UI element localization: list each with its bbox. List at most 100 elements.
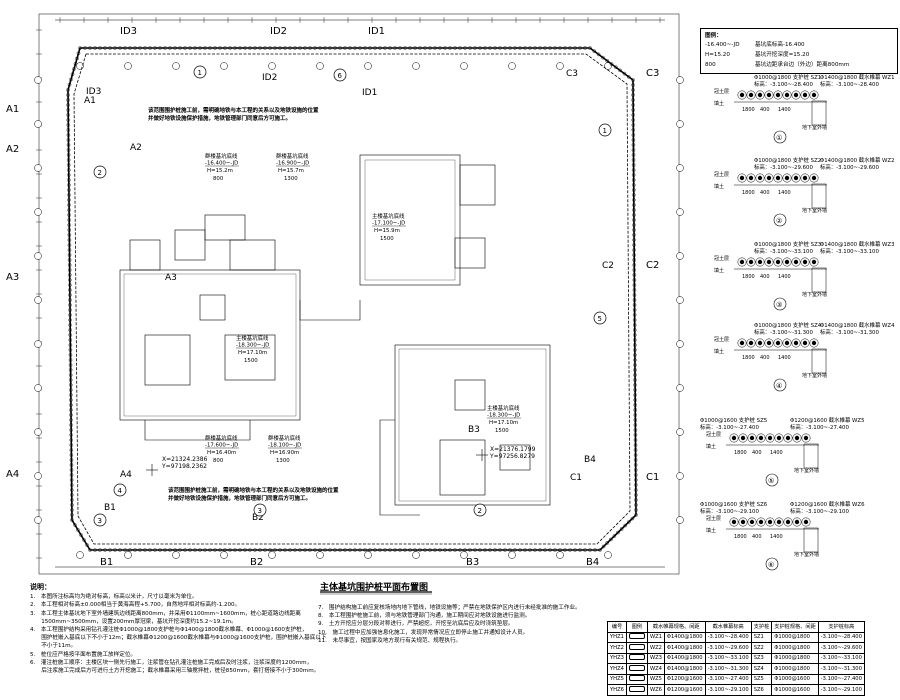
svg-text:Φ1000@1800 支护桩 SZ3: Φ1000@1800 支护桩 SZ3 (754, 240, 821, 248)
zone-label-bottom-inner: B4 (584, 455, 596, 465)
svg-text:1400: 1400 (778, 355, 791, 361)
svg-text:Φ1000@1800 支护桩 SZ2: Φ1000@1800 支护桩 SZ2 (754, 156, 821, 164)
svg-text:H=15.2m: H=15.2m (207, 168, 233, 174)
svg-text:400: 400 (760, 355, 770, 361)
design-notes-left: 说明： 1. 本图所注标高均为绝对标高，标高以米计，尺寸以毫米为单位。 2. 本… (30, 583, 327, 675)
svg-text:H=17.10m: H=17.10m (489, 420, 518, 426)
svg-text:-16.900~-JD: -16.900~-JD (276, 161, 309, 167)
svg-text:1800: 1800 (742, 107, 755, 113)
grid-axis-markers (34, 62, 684, 559)
svg-text:标高：-3.100~-27.400: 标高：-3.100~-27.400 (790, 423, 849, 431)
annotation-top: 该范围围护桩施工前，需明确地铁与本工程的关系以及地铁设施的位置并做好地铁设施保护… (148, 108, 319, 122)
zone-label-bottom-inner: B1 (104, 503, 116, 513)
svg-text:400: 400 (760, 190, 770, 196)
zone-label-bottom: B3 (466, 557, 479, 568)
dimension-ticks (36, 17, 661, 559)
section-marker (93, 165, 107, 179)
zone-label-left-inner: A4 (120, 470, 132, 480)
svg-text:1800: 1800 (742, 274, 755, 280)
legend-title: 图例： (705, 33, 722, 39)
section-marker (473, 503, 487, 517)
svg-text:800: 800 (213, 458, 224, 464)
zone-label-bottom: B1 (100, 557, 113, 568)
svg-text:群楼基坑底线: 群楼基坑底线 (276, 152, 309, 160)
zone-label-right: C2 (646, 260, 659, 271)
svg-text:地下室外墙: 地下室外墙 (794, 551, 819, 558)
svg-text:⑤: ⑤ (768, 477, 774, 485)
zone-label-right: C3 (646, 68, 659, 79)
svg-text:Φ1000@1600 支护桩 SZ6: Φ1000@1600 支护桩 SZ6 (700, 500, 768, 508)
excavation-inner-line (73, 53, 631, 545)
svg-text:地下室外墙: 地下室外墙 (802, 207, 827, 214)
section-marker-label: 4 (118, 487, 123, 495)
svg-text:Φ1000@1800 支护桩 SZ4: Φ1000@1800 支护桩 SZ4 (754, 321, 822, 329)
svg-text:-16.400~-JD: -16.400~-JD (205, 161, 238, 167)
section-marker (113, 483, 127, 497)
zone-label-left-inner: A2 (130, 143, 142, 153)
section-detail: Φ1000@1800 支护桩 SZ4标高：-3.100~-31.300Φ1400… (714, 321, 895, 392)
svg-text:①: ① (776, 134, 782, 142)
zone-label-left: A3 (6, 272, 19, 283)
legend-swatch (625, 652, 648, 664)
svg-text:⑥: ⑥ (768, 561, 774, 569)
svg-text:标高：-3.100~-29.100: 标高：-3.100~-29.100 (700, 507, 759, 515)
pile-schedule-table: 编号 图例 截水帷幕规格、间距 截水帷幕标高 支护桩 支护桩规格、间距 支护桩标… (607, 621, 865, 696)
legend-swatch (625, 631, 648, 643)
legend-swatch (625, 684, 648, 696)
notes-title: 说明： (30, 583, 51, 591)
coordinate-markers (146, 449, 488, 476)
svg-text:1800: 1800 (742, 190, 755, 196)
svg-text:1400: 1400 (778, 190, 791, 196)
svg-text:填土: 填土 (714, 100, 724, 107)
svg-text:标高：-3.100~-31.300: 标高：-3.100~-31.300 (754, 328, 813, 336)
svg-text:H=15.7m: H=15.7m (278, 168, 304, 174)
svg-text:400: 400 (760, 107, 770, 113)
pit-label: 群楼基坑底线-16.900~-JDH=15.7m 1300 (276, 152, 310, 182)
design-notes-right: 7. 围护结构施工前应复核场地内地下管线，地铁设施等；严禁在地铁保护区内进行未经… (318, 605, 581, 644)
annotation-bottom: 该范围围护桩施工前，需明确地铁与本工程的关系以及地铁设施的位置并做好地铁设施保护… (168, 488, 339, 502)
svg-text:标高：-3.100~-28.400: 标高：-3.100~-28.400 (754, 80, 813, 88)
svg-text:标高：-3.100~-31.300: 标高：-3.100~-31.300 (820, 328, 879, 336)
svg-text:800: 800 (213, 176, 224, 182)
dimension-frame (38, 13, 680, 575)
svg-text:-18.300~-JD: -18.300~-JD (236, 343, 269, 349)
svg-text:冠土层: 冠土层 (714, 171, 729, 178)
svg-text:冠土层: 冠土层 (706, 515, 721, 522)
zone-label-left: A2 (6, 144, 19, 155)
svg-text:400: 400 (760, 274, 770, 280)
svg-text:1400: 1400 (770, 450, 783, 456)
svg-text:-17.100~-JD: -17.100~-JD (372, 221, 405, 227)
section-detail: Φ1000@1800 支护桩 SZ3标高：-3.100~-33.100Φ1400… (714, 240, 895, 311)
svg-text:Φ1000@1600 支护桩 SZ5: Φ1000@1600 支护桩 SZ5 (700, 416, 767, 424)
svg-text:Φ1400@1800 截水帷幕 WZ2: Φ1400@1800 截水帷幕 WZ2 (820, 156, 895, 164)
section-marker (333, 68, 347, 82)
svg-text:1300: 1300 (284, 176, 298, 182)
zone-label-right: C1 (646, 472, 659, 483)
svg-text:Φ1400@1800 截水帷幕 WZ1: Φ1400@1800 截水帷幕 WZ1 (820, 73, 895, 81)
svg-text:填土: 填土 (706, 527, 716, 534)
svg-text:1400: 1400 (778, 274, 791, 280)
svg-text:1800: 1800 (734, 450, 747, 456)
section-detail: Φ1000@1800 支护桩 SZ2标高：-3.100~-29.600Φ1400… (714, 156, 895, 227)
legend-swatch (625, 663, 648, 675)
svg-text:Φ1200@1600 截水帷幕 WZ6: Φ1200@1600 截水帷幕 WZ6 (790, 500, 865, 508)
plan-title: 主体基坑围护桩平面布置图 (320, 583, 429, 593)
section-marker-label: 2 (98, 169, 102, 177)
section-marker (193, 65, 207, 79)
zone-label-top-inner: ID2 (262, 73, 277, 83)
retaining-piles (66, 46, 638, 552)
svg-text:标高：-3.100~-33.100: 标高：-3.100~-33.100 (820, 247, 879, 255)
section-marker-label: 5 (598, 315, 602, 323)
